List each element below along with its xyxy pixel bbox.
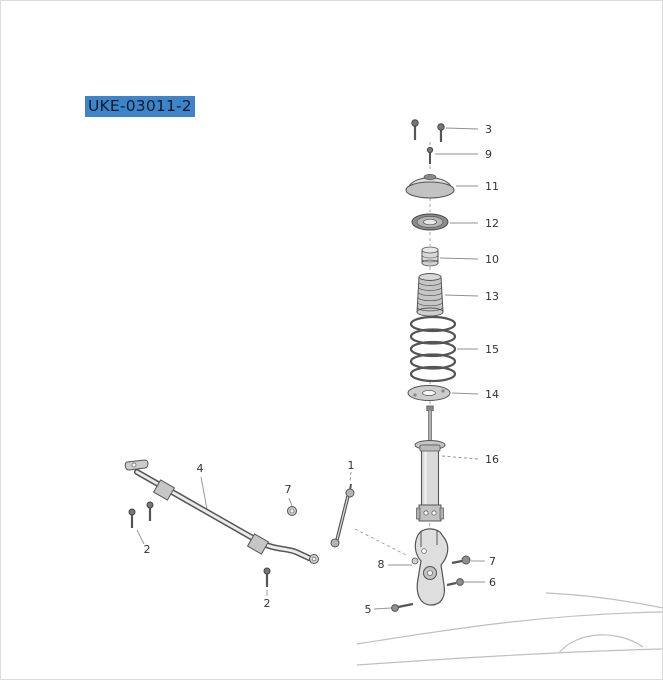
strut-part-16 <box>414 405 446 522</box>
callout-label-2-mid: 2 <box>264 597 271 610</box>
stabilizer-bar-part-4 <box>124 459 319 564</box>
callout-label-7-right: 7 <box>489 555 496 568</box>
stabilizer-link-part-1 <box>330 483 355 548</box>
callout-label-15: 15 <box>485 343 499 356</box>
bump-stop-part-10 <box>421 246 439 267</box>
callout-label-16: 16 <box>485 453 499 466</box>
callout-label-12: 12 <box>485 217 499 230</box>
callout-label-10: 10 <box>485 253 499 266</box>
callout-label-9: 9 <box>485 148 492 161</box>
bolt-part-6 <box>446 578 464 587</box>
leader-lines <box>136 127 485 610</box>
mount-bolts-part-3 <box>411 119 445 142</box>
dust-boot-part-13 <box>416 273 444 317</box>
callout-label-8: 8 <box>378 558 385 571</box>
car-body-outline <box>356 592 662 666</box>
callout-label-1: 1 <box>348 459 355 472</box>
bearing-part-12 <box>411 213 449 231</box>
bolt-part-5 <box>391 602 414 612</box>
callout-label-11: 11 <box>485 180 499 193</box>
bolt-part-7-right <box>451 555 471 565</box>
callout-label-5: 5 <box>365 603 372 616</box>
callout-label-14: 14 <box>485 388 499 401</box>
callout-label-7-left: 7 <box>285 483 292 496</box>
callout-label-3: 3 <box>485 123 492 136</box>
callout-label-13: 13 <box>485 290 499 303</box>
clamp-bolts-part-2-left <box>128 501 154 528</box>
spring-seat-part-14 <box>407 385 451 401</box>
bar-clamp-left <box>152 479 176 501</box>
stud-part-9 <box>426 146 434 164</box>
part-code-label: UKE-03011-2 <box>85 96 195 117</box>
callout-label-2-left: 2 <box>144 543 151 556</box>
nut-part-7-left <box>287 506 297 516</box>
knuckle-part-8 <box>411 528 449 606</box>
assembly-centerline <box>354 142 431 557</box>
coil-spring-part-15 <box>409 315 457 383</box>
callout-labels: 3 9 11 12 10 13 15 14 16 4 7 1 2 2 8 7 6… <box>144 123 500 616</box>
strut-mount-part-11 <box>405 174 455 199</box>
bar-clamp-right <box>246 533 270 555</box>
callout-label-4: 4 <box>197 462 204 475</box>
clamp-bolt-part-2-mid <box>263 567 271 587</box>
callout-label-6: 6 <box>489 576 496 589</box>
